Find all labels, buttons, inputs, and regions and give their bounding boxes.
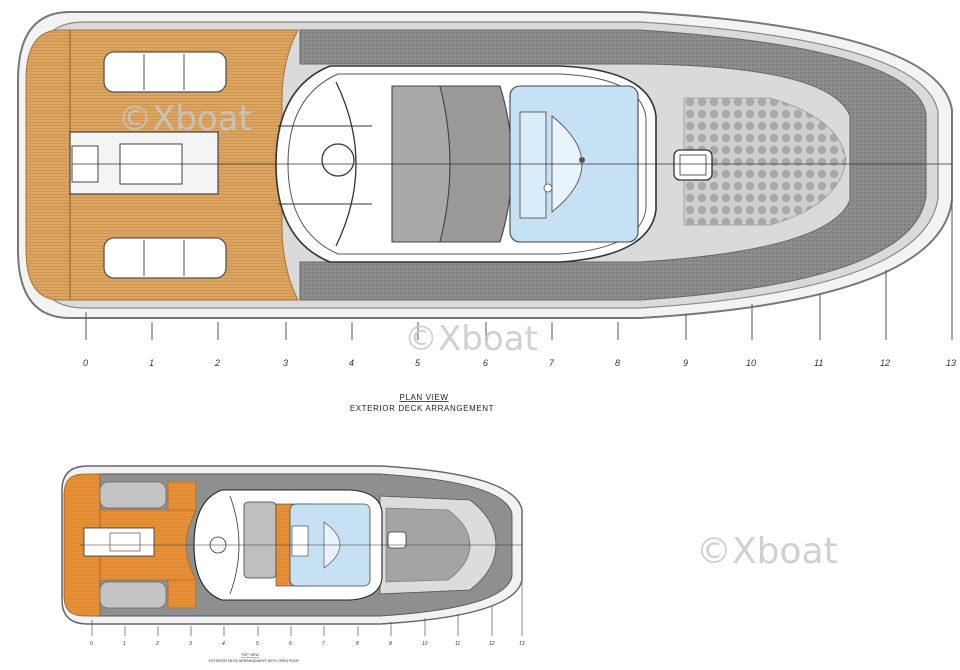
station-label-6: 6 — [483, 358, 488, 368]
plan-subtitle: EXTERIOR DECK ARRANGEMENT — [350, 404, 494, 413]
small-plan-title: TOP VIEW — [241, 653, 259, 657]
station-label-5: 5 — [415, 358, 421, 368]
small-fwd-hatch — [387, 531, 407, 549]
small-station-label-8: 8 — [356, 641, 359, 647]
station-label-1: 1 — [149, 358, 154, 368]
small-roof-panel — [243, 501, 277, 579]
station-label-12: 12 — [880, 358, 890, 368]
helm-seat — [321, 143, 355, 177]
small-station-label-4: 4 — [222, 641, 225, 647]
watermark-top: ©Xboat — [118, 99, 252, 139]
aft-sunbed-bottom — [103, 237, 227, 279]
foredeck-pad — [683, 97, 847, 226]
station-label-10: 10 — [746, 358, 756, 368]
small-plan-subtitle: EXTERIOR DECK ARRANGEMENT WITH OPEN ROOF — [209, 659, 301, 663]
station-label-7: 7 — [549, 358, 555, 368]
side-deck — [299, 29, 927, 301]
small-station-label-2: 2 — [155, 641, 159, 647]
station-label-0: 0 — [83, 358, 88, 368]
small-station-label-12: 12 — [489, 641, 495, 647]
small-station-label-7: 7 — [322, 641, 325, 647]
small-station-label-5: 5 — [256, 641, 259, 647]
small-aft-sunbed-top — [99, 481, 167, 509]
station-ticks — [85, 200, 953, 340]
watermark-mid: ©Xboat — [404, 319, 538, 359]
station-label-13: 13 — [946, 358, 956, 368]
station-label-9: 9 — [683, 358, 688, 368]
small-station-labels: 0 1 2 3 4 5 6 7 8 9 10 11 12 13 — [90, 641, 525, 647]
main-plan-view: 0 1 2 3 4 5 6 7 8 9 10 11 12 13 PLAN VIE… — [17, 11, 956, 413]
small-station-ticks — [91, 580, 523, 636]
station-label-3: 3 — [283, 358, 288, 368]
small-station-label-9: 9 — [389, 641, 392, 647]
small-station-label-1: 1 — [123, 641, 126, 647]
plan-title: PLAN VIEW — [400, 393, 449, 402]
station-labels: 0 1 2 3 4 5 6 7 8 9 10 11 12 13 — [83, 358, 956, 368]
station-label-8: 8 — [615, 358, 620, 368]
station-label-2: 2 — [214, 358, 220, 368]
small-station-label-6: 6 — [289, 641, 292, 647]
station-label-11: 11 — [814, 358, 823, 368]
aft-sunbed-top — [103, 51, 227, 93]
station-label-4: 4 — [349, 358, 354, 368]
small-plan-view: 0 1 2 3 4 5 6 7 8 9 10 11 12 13 TOP VIEW… — [61, 465, 525, 663]
small-station-label-13: 13 — [519, 641, 525, 647]
small-aft-sunbed-bottom — [99, 581, 167, 609]
small-station-label-0: 0 — [90, 641, 93, 647]
small-station-label-11: 11 — [455, 641, 460, 647]
small-station-label-10: 10 — [422, 641, 428, 647]
fwd-hatch — [673, 149, 713, 181]
small-station-label-3: 3 — [189, 641, 192, 647]
watermark-right: ©Xboat — [696, 531, 838, 572]
